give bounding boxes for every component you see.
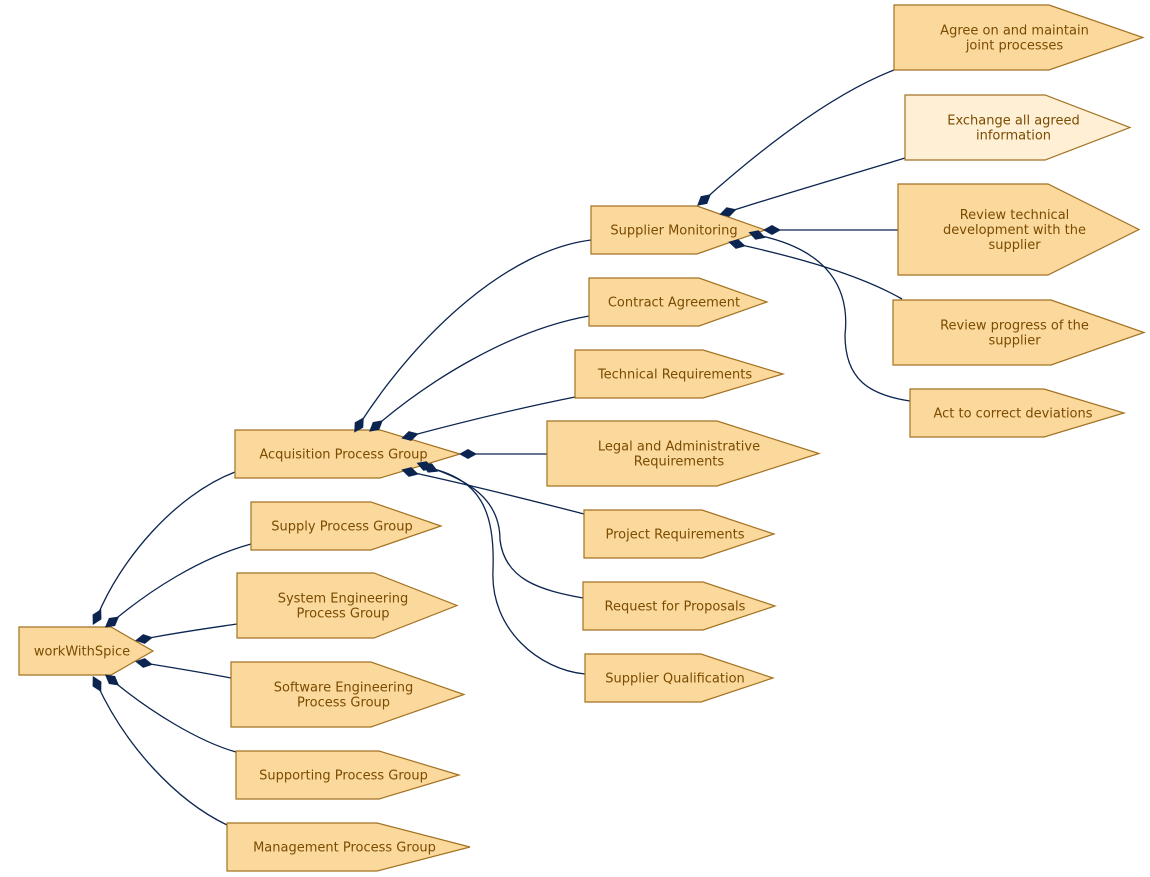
node-shape-supplier-qualification — [584, 653, 775, 703]
composition-diamond-acquisition-to-contract-agreement — [369, 420, 383, 432]
node-label-software-eng: Process Group — [297, 696, 390, 711]
node-label-review-technical: development with the — [943, 223, 1086, 238]
edge-supplier-monitoring-to-review-progress — [736, 243, 903, 300]
node-label-request-proposals: Request for Proposals — [605, 600, 746, 615]
node-supporting[interactable]: Supporting Process Group — [235, 750, 462, 800]
node-shape-workWithSpice — [18, 626, 155, 676]
composition-diamond-workWithSpice-to-system-eng — [135, 634, 153, 644]
edge-acquisition-to-technical-req — [409, 396, 576, 437]
node-label-supplier-monitoring: Supplier Monitoring — [610, 224, 737, 239]
node-label-supply: Supply Process Group — [271, 520, 412, 535]
node-label-legal-admin-req: Requirements — [634, 455, 725, 470]
node-label-review-progress: supplier — [988, 334, 1041, 349]
node-label-exchange-info: information — [976, 129, 1051, 144]
node-technical-req[interactable]: Technical Requirements — [574, 349, 786, 399]
composition-diamond-acquisition-to-supplier-monitoring — [354, 417, 364, 433]
node-project-req[interactable]: Project Requirements — [583, 509, 776, 559]
composition-diamond-workWithSpice-to-management — [92, 676, 102, 692]
node-shape-software-eng — [230, 661, 466, 728]
node-shape-request-proposals — [582, 581, 777, 631]
node-label-project-req: Project Requirements — [606, 528, 745, 543]
edge-acquisition-to-supplier-qualification — [429, 467, 586, 675]
composition-diamond-workWithSpice-to-supporting — [104, 674, 120, 686]
edge-supplier-monitoring-to-act-correct — [756, 234, 911, 402]
edge-supplier-monitoring-to-agree-joint — [703, 69, 895, 201]
node-acquisition[interactable]: Acquisition Process Group — [234, 429, 463, 479]
node-management[interactable]: Management Process Group — [226, 822, 471, 872]
node-supply[interactable]: Supply Process Group — [250, 501, 443, 551]
edge-acquisition-to-project-req — [409, 471, 585, 515]
node-label-supporting: Supporting Process Group — [259, 769, 428, 784]
composition-diamond-acquisition-to-technical-req — [401, 431, 419, 441]
node-label-technical-req: Technical Requirements — [597, 368, 752, 383]
node-shape-technical-req — [574, 349, 786, 399]
edge-workWithSpice-to-software-eng — [143, 662, 232, 679]
composition-diamond-acquisition-to-supplier-qualification — [421, 463, 439, 473]
node-shape-review-progress — [892, 299, 1146, 366]
composition-diamond-supplier-monitoring-to-review-progress — [728, 239, 746, 249]
node-supplier-qualification[interactable]: Supplier Qualification — [584, 653, 775, 703]
edge-workWithSpice-to-system-eng — [143, 623, 238, 640]
edge-supplier-monitoring-to-exchange-info — [727, 157, 906, 213]
node-shape-agree-joint — [893, 4, 1145, 71]
node-act-correct[interactable]: Act to correct deviations — [909, 388, 1127, 438]
node-shape-legal-admin-req — [546, 420, 821, 487]
node-label-legal-admin-req: Legal and Administrative — [598, 440, 760, 455]
edges-layer — [96, 69, 911, 826]
node-shape-supply — [250, 501, 443, 551]
node-contract-agreement[interactable]: Contract Agreement — [588, 277, 769, 327]
node-shape-contract-agreement — [588, 277, 769, 327]
node-label-acquisition: Acquisition Process Group — [259, 448, 427, 463]
composition-diamond-supplier-monitoring-to-act-correct — [748, 230, 766, 240]
node-label-supplier-qualification: Supplier Qualification — [605, 672, 745, 687]
composition-diamond-supplier-monitoring-to-review-technical — [763, 225, 781, 235]
node-label-agree-joint: Agree on and maintain — [940, 24, 1089, 39]
node-label-review-progress: Review progress of the — [940, 319, 1089, 334]
node-shape-supporting — [235, 750, 462, 800]
node-shape-project-req — [583, 509, 776, 559]
node-shape-review-technical — [897, 183, 1141, 276]
node-shape-act-correct — [909, 388, 1127, 438]
node-label-workWithSpice: workWithSpice — [34, 645, 130, 660]
edge-workWithSpice-to-supply — [111, 543, 252, 623]
edge-acquisition-to-supplier-monitoring — [358, 239, 592, 426]
node-label-software-eng: Software Engineering — [274, 681, 413, 696]
composition-diamond-supplier-monitoring-to-exchange-info — [719, 207, 737, 217]
node-shape-system-eng — [236, 572, 459, 639]
composition-diamond-workWithSpice-to-software-eng — [135, 658, 153, 668]
composition-diamond-workWithSpice-to-supply — [104, 616, 120, 628]
node-shape-exchange-info — [904, 94, 1132, 161]
edge-acquisition-to-contract-agreement — [375, 315, 590, 427]
edge-workWithSpice-to-management — [96, 683, 228, 826]
composition-diamond-workWithSpice-to-acquisition — [92, 609, 102, 625]
node-label-act-correct: Act to correct deviations — [933, 407, 1092, 422]
node-label-system-eng: System Engineering — [278, 592, 409, 607]
node-shape-management — [226, 822, 471, 872]
node-label-management: Management Process Group — [253, 841, 436, 856]
node-request-proposals[interactable]: Request for Proposals — [582, 581, 777, 631]
node-label-agree-joint: joint processes — [965, 39, 1064, 54]
edge-workWithSpice-to-acquisition — [96, 471, 236, 618]
composition-diamond-supplier-monitoring-to-agree-joint — [697, 194, 711, 206]
node-label-system-eng: Process Group — [296, 607, 389, 622]
node-workWithSpice[interactable]: workWithSpice — [18, 626, 155, 676]
node-label-review-technical: Review technical — [960, 208, 1070, 223]
composition-diamond-acquisition-to-project-req — [401, 467, 419, 477]
node-label-review-technical: supplier — [988, 238, 1041, 253]
edge-workWithSpice-to-supporting — [111, 679, 237, 753]
node-label-exchange-info: Exchange all agreed — [947, 114, 1080, 129]
composition-diamond-acquisition-to-legal-admin-req — [459, 449, 477, 459]
node-label-contract-agreement: Contract Agreement — [608, 296, 740, 311]
